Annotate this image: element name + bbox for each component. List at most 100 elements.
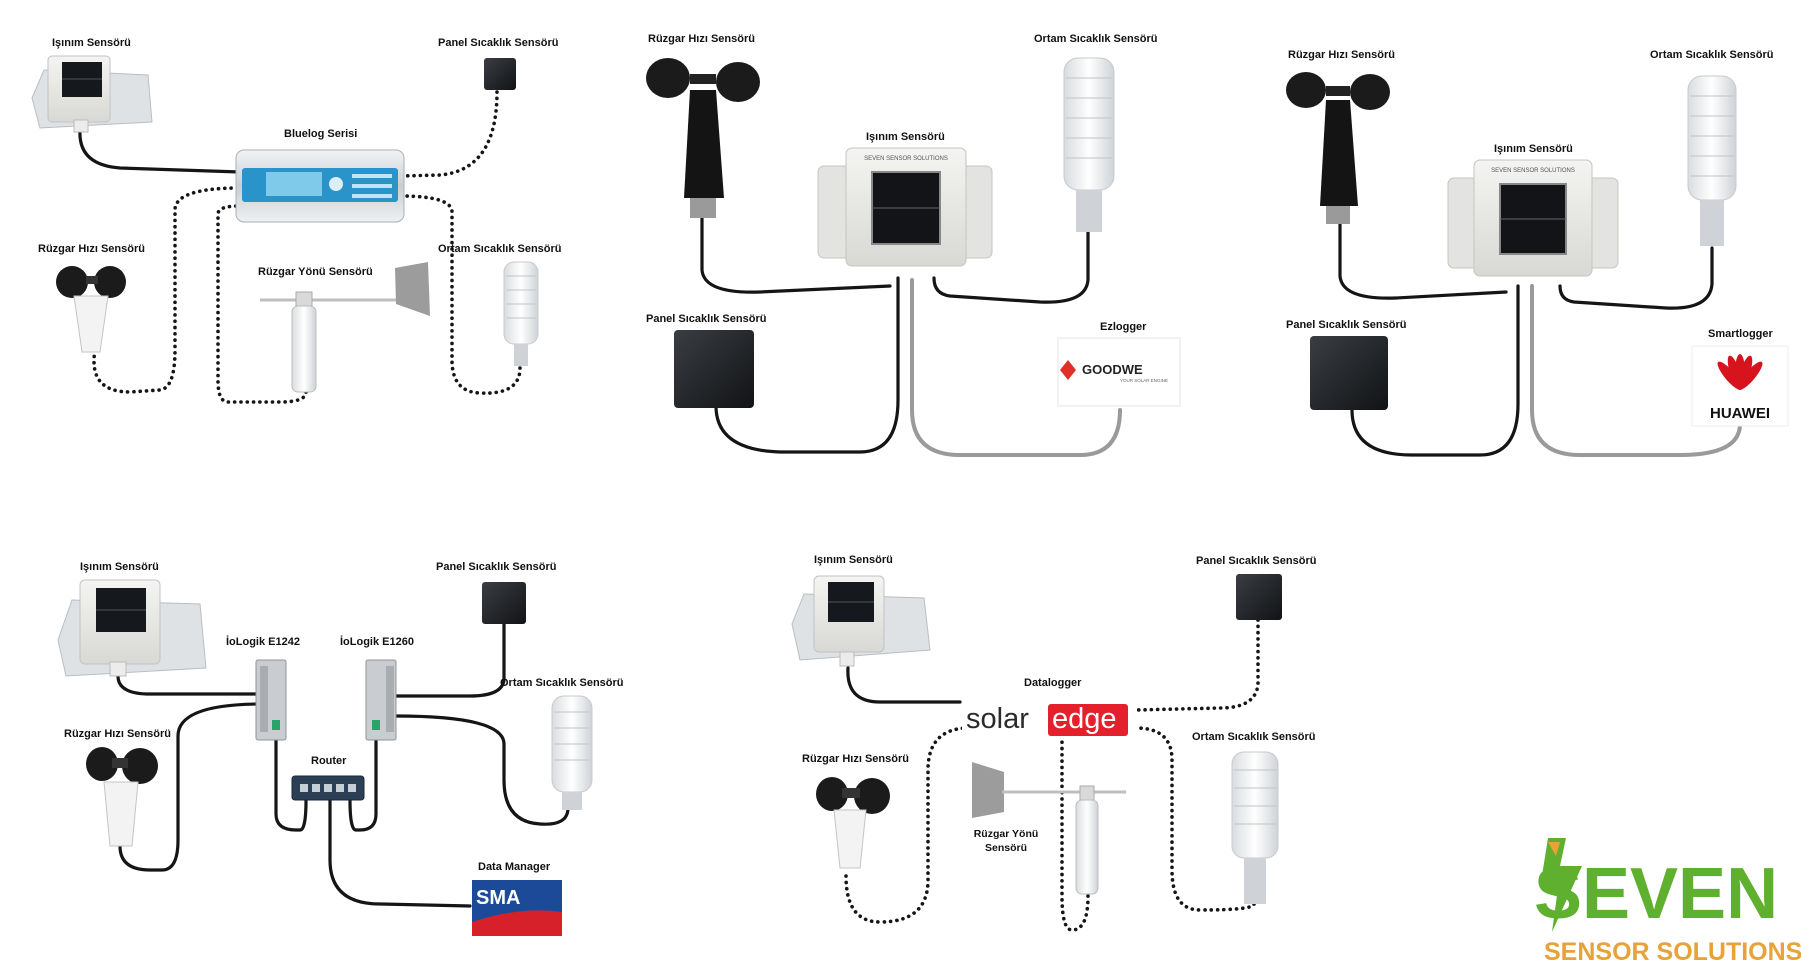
label-irradiance: Işınım Sensörü xyxy=(80,561,159,573)
label-panel-temp: Panel Sıcaklık Sensörü xyxy=(1196,555,1316,567)
cable-box-goodwe xyxy=(910,278,1122,457)
iologik-e1260 xyxy=(365,659,397,741)
irradiance-sensor: SEVEN SENSOR SOLUTIONS xyxy=(1447,159,1619,277)
spark-icon xyxy=(1548,842,1560,856)
irradiance-sensor xyxy=(31,55,153,133)
label-ambient-temp: Ortam Sıcaklık Sensörü xyxy=(500,677,624,689)
label-logger: Smartlogger xyxy=(1708,328,1774,340)
irradiance-sensor xyxy=(791,575,931,667)
cable-ambient-box xyxy=(932,228,1090,304)
label-wind-direction-2: Sensörü xyxy=(985,842,1027,854)
goodwe-tagline: YOUR SOLAR ENGINE xyxy=(1120,378,1168,383)
cable-ambient-box xyxy=(1558,246,1714,310)
cable-ambient-logger xyxy=(398,194,522,395)
wind-speed-sensor xyxy=(86,747,158,847)
cable-io1-router xyxy=(274,736,308,832)
ambient-temp-sensor xyxy=(1687,75,1737,246)
ambient-temp-sensor xyxy=(1063,57,1115,232)
label-irradiance: Işınım Sensörü xyxy=(866,131,945,143)
solaredge-datalogger: solar edge xyxy=(962,694,1136,740)
cable-wind-speed-io1 xyxy=(118,702,264,872)
router xyxy=(291,775,365,801)
panel-temp-sensor xyxy=(1310,336,1388,410)
label-logger: Bluelog Serisi xyxy=(284,128,357,140)
wind-speed-sensor xyxy=(56,266,126,353)
label-panel-temp: Panel Sıcaklık Sensörü xyxy=(1286,319,1406,331)
huawei-smartlogger: HUAWEI xyxy=(1691,345,1789,427)
sma-brand: SMA xyxy=(476,887,520,909)
label-io1: İoLogik E1242 xyxy=(226,635,300,648)
cable-panel-datalogger xyxy=(1134,618,1260,712)
label-wind-speed: Rüzgar Hızı Sensörü xyxy=(64,728,171,740)
label-irradiance: Işınım Sensörü xyxy=(814,554,893,566)
cable-wind-dir-datalogger xyxy=(1060,738,1090,932)
bolt-icon xyxy=(1540,838,1582,932)
label-ambient-temp: Ortam Sıcaklık Sensörü xyxy=(438,243,562,255)
label-panel-temp: Panel Sıcaklık Sensörü xyxy=(438,37,558,49)
solaredge-brand-a: solar xyxy=(966,703,1029,735)
wind-direction-sensor xyxy=(972,762,1126,895)
huawei-flower-icon xyxy=(1717,354,1763,390)
label-panel-temp: Panel Sıcaklık Sensörü xyxy=(436,561,556,573)
label-io2: İoLogik E1260 xyxy=(340,635,414,648)
ambient-temp-sensor xyxy=(1231,751,1279,904)
goodwe-ezlogger: GOODWE YOUR SOLAR ENGINE xyxy=(1057,337,1181,407)
label-irradiance: Işınım Sensörü xyxy=(52,37,131,49)
irradiance-sensor xyxy=(57,579,207,677)
brand-initial: S xyxy=(1534,854,1582,934)
panel-temp-sensor xyxy=(482,582,526,624)
label-wind-speed: Rüzgar Hızı Sensörü xyxy=(38,243,145,255)
diagram-huawei: Rüzgar Hızı Sensörü Ortam Sıcaklık Sensö… xyxy=(1286,49,1789,457)
cable-ambient-datalogger xyxy=(1134,726,1256,912)
seven-sensor-solutions-logo: S EVEN SENSOR SOLUTIONS xyxy=(1534,838,1801,966)
wind-direction-sensor xyxy=(260,262,430,393)
wind-speed-sensor xyxy=(816,777,890,869)
cable-io2-router xyxy=(348,736,378,832)
device-brand: SEVEN SENSOR SOLUTIONS xyxy=(1491,168,1575,174)
irradiance-sensor: SEVEN SENSOR SOLUTIONS xyxy=(817,147,993,267)
diagram-sma: Işınım Sensörü Panel Sıcaklık Sensörü İo… xyxy=(57,561,624,936)
huawei-brand: HUAWEI xyxy=(1710,405,1770,422)
panel-temp-sensor xyxy=(484,58,516,90)
cable-wind-speed-box xyxy=(700,216,892,294)
wind-speed-sensor xyxy=(646,58,760,218)
wind-speed-sensor xyxy=(1286,72,1390,224)
label-logger: Data Manager xyxy=(478,861,551,873)
diagram-bluelog: Işınım Sensörü Panel Sıcaklık Sensörü Bl… xyxy=(31,37,562,404)
label-router: Router xyxy=(311,755,347,767)
cable-box-huawei xyxy=(1530,284,1742,457)
label-ambient-temp: Ortam Sıcaklık Sensörü xyxy=(1192,731,1316,743)
diagram-solaredge: Işınım Sensörü Panel Sıcaklık Sensörü so… xyxy=(791,554,1316,932)
solaredge-brand-b: edge xyxy=(1052,703,1117,735)
cable-panel-box xyxy=(714,276,900,454)
sma-data-manager: SMA xyxy=(472,880,562,936)
cable-wind-speed-logger xyxy=(92,186,242,394)
cable-panel-io2 xyxy=(394,620,506,698)
label-wind-speed: Rüzgar Hızı Sensörü xyxy=(648,33,755,45)
label-logger: Datalogger xyxy=(1024,677,1082,689)
diagram-goodwe: Rüzgar Hızı Sensörü Ortam Sıcaklık Sensö… xyxy=(646,33,1181,457)
cable-wind-speed-datalogger xyxy=(844,726,968,924)
label-wind-direction: Rüzgar Yönü Sensörü xyxy=(258,266,373,278)
cable-wind-speed-box xyxy=(1338,222,1508,300)
label-wind-speed: Rüzgar Hızı Sensörü xyxy=(1288,49,1395,61)
label-panel-temp: Panel Sıcaklık Sensörü xyxy=(646,313,766,325)
ambient-temp-sensor xyxy=(551,695,593,810)
goodwe-brand: GOODWE xyxy=(1082,362,1143,377)
cable-irradiance-io1 xyxy=(116,674,264,696)
label-ambient-temp: Ortam Sıcaklık Sensörü xyxy=(1034,33,1158,45)
label-wind-direction-1: Rüzgar Yönü xyxy=(974,828,1039,840)
cable-wind-dir-logger xyxy=(216,204,308,404)
cable-irradiance-datalogger xyxy=(846,666,962,704)
cable-panel-box xyxy=(1350,284,1520,457)
panel-temp-sensor xyxy=(674,330,754,408)
device-brand: SEVEN SENSOR SOLUTIONS xyxy=(864,156,948,162)
cable-panel-logger xyxy=(398,90,499,178)
bluelog-logger xyxy=(235,149,405,223)
label-ambient-temp: Ortam Sıcaklık Sensörü xyxy=(1650,49,1774,61)
iologik-e1242 xyxy=(255,659,287,741)
cable-irradiance-logger xyxy=(78,128,242,174)
label-wind-speed: Rüzgar Hızı Sensörü xyxy=(802,753,909,765)
panel-temp-sensor xyxy=(1236,574,1282,620)
